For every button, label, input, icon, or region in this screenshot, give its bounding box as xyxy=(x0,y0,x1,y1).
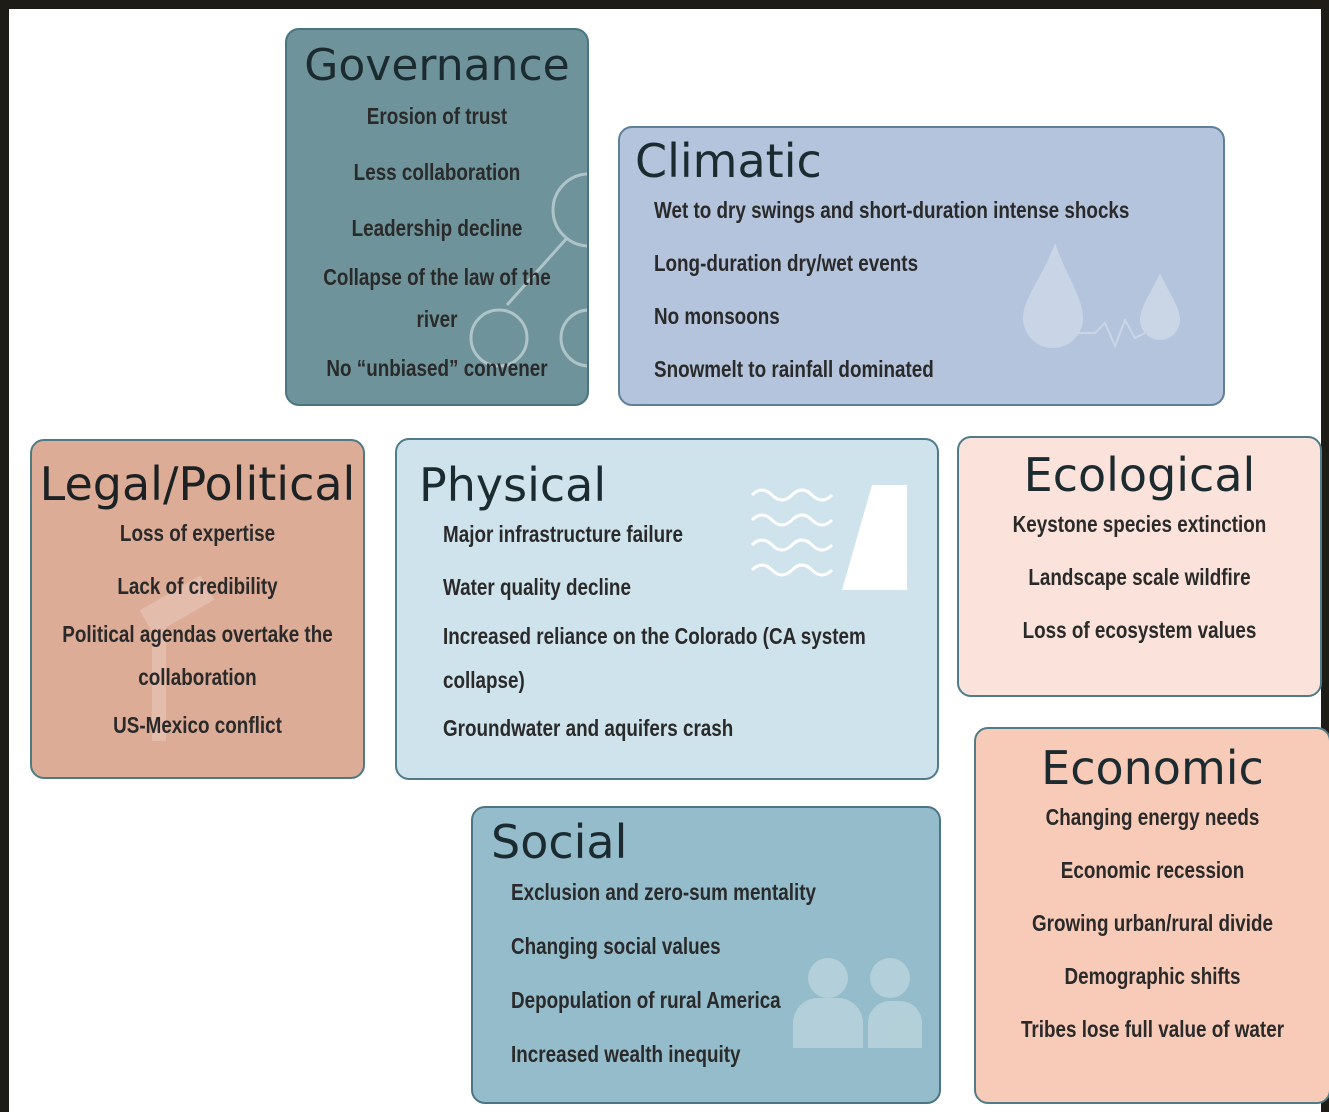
list-item: Water quality decline xyxy=(443,574,631,600)
people-icon xyxy=(793,958,922,1048)
governance-title: Governance xyxy=(304,40,570,91)
list-item: Changing social values xyxy=(511,933,721,959)
list-item: Exclusion and zero-sum mentality xyxy=(511,879,816,905)
list-item: Changing energy needs xyxy=(1045,804,1260,830)
list-item: Loss of ecosystem values xyxy=(1022,617,1257,643)
list-item: Collapse of the law of the river xyxy=(323,264,551,332)
social-box: Social Exclusion and zero-sum mentality … xyxy=(471,806,941,1104)
list-item: Increased reliance on the Colorado (CA s… xyxy=(443,623,866,693)
list-item: Leadership decline xyxy=(351,215,523,241)
network-icon xyxy=(469,172,587,368)
list-item: Landscape scale wildfire xyxy=(1028,564,1251,590)
physical-list: Major infrastructure failure Water quali… xyxy=(397,508,937,755)
climatic-box: Climatic Wet to dry swings and short-dur… xyxy=(618,126,1225,406)
list-item: Depopulation of rural America xyxy=(511,987,781,1013)
list-item: Snowmelt to rainfall dominated xyxy=(654,356,934,382)
governance-box: Governance Erosion of trust Less collabo… xyxy=(285,28,589,406)
economic-list: Changing energy needs Economic recession… xyxy=(976,791,1329,1056)
economic-title: Economic xyxy=(1041,741,1264,795)
dam-waves-icon xyxy=(750,485,907,590)
list-item: Tribes lose full value of water xyxy=(1020,1016,1285,1042)
social-title: Social xyxy=(491,815,628,869)
list-item: Growing urban/rural divide xyxy=(1031,910,1274,936)
list-item: US-Mexico conflict xyxy=(113,712,282,738)
list-item: Political agendas overtake the collabora… xyxy=(62,621,333,690)
ecological-list: Keystone species extinction Landscape sc… xyxy=(959,498,1320,657)
list-item: Loss of expertise xyxy=(119,520,276,546)
list-item: Economic recession xyxy=(1060,857,1245,883)
climatic-title: Climatic xyxy=(635,134,822,188)
list-item: Groundwater and aquifers crash xyxy=(443,715,734,741)
list-item: Demographic shifts xyxy=(1064,963,1241,989)
list-item: Increased wealth inequity xyxy=(511,1041,741,1067)
economic-box: Economic Changing energy needs Economic … xyxy=(974,727,1329,1104)
list-item: Lack of credibility xyxy=(117,573,278,599)
legal-political-title: Legal/Political xyxy=(39,457,356,511)
list-item: Major infrastructure failure xyxy=(443,521,684,547)
ecological-title: Ecological xyxy=(1023,448,1256,502)
legal-political-box: Legal/Political Loss of expertise Lack o… xyxy=(30,439,365,779)
list-item: Keystone species extinction xyxy=(1012,511,1267,537)
climatic-list: Wet to dry swings and short-duration int… xyxy=(620,184,1223,396)
gavel-icon xyxy=(139,575,215,741)
diagram-canvas: Governance Erosion of trust Less collabo… xyxy=(9,9,1329,1112)
list-item: Erosion of trust xyxy=(366,103,508,129)
list-item: No “unbiased” convener xyxy=(326,355,548,381)
list-item: Long-duration dry/wet events xyxy=(654,250,919,276)
list-item: Less collaboration xyxy=(353,159,521,185)
ecological-box: Ecological Keystone species extinction L… xyxy=(957,436,1322,697)
legal-political-list: Loss of expertise Lack of credibility Po… xyxy=(32,507,363,752)
physical-title: Physical xyxy=(419,458,607,512)
governance-list: Erosion of trust Less collaboration Lead… xyxy=(287,88,587,396)
raindrops-icon xyxy=(1023,243,1180,349)
list-item: No monsoons xyxy=(654,303,780,329)
physical-box: Physical Major infrastructure failure Wa… xyxy=(395,438,939,780)
list-item: Wet to dry swings and short-duration int… xyxy=(654,197,1130,223)
social-list: Exclusion and zero-sum mentality Changin… xyxy=(473,865,939,1081)
